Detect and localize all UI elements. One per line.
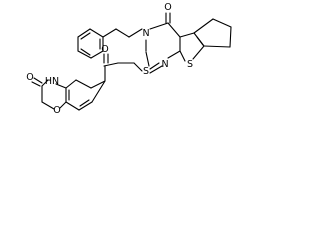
bond — [102, 28, 117, 38]
bond — [78, 101, 93, 111]
atom-label-ketone-o: O — [101, 44, 108, 55]
structure-canvas: O N S S N O HN O O — [26, 2, 232, 116]
bond — [167, 50, 181, 59]
bond — [77, 50, 92, 59]
bond-inner — [79, 99, 90, 107]
bond — [75, 79, 92, 89]
bond — [77, 28, 91, 38]
bond — [149, 22, 169, 30]
bond — [149, 65, 163, 74]
bond — [41, 79, 49, 87]
atom-label-carbonyl-o: O — [164, 2, 171, 13]
bond — [31, 81, 41, 87]
bond — [179, 32, 195, 38]
bond — [65, 79, 77, 89]
atom-label-ring-o: O — [53, 105, 60, 116]
atom-label-ring-n: N — [142, 28, 149, 39]
bond — [115, 28, 130, 38]
bond — [212, 18, 232, 28]
bond — [89, 28, 104, 38]
bond — [55, 83, 67, 89]
bond — [90, 50, 104, 59]
bond-layer — [31, 12, 232, 111]
bond-inner — [196, 36, 204, 46]
bond — [91, 80, 106, 103]
atom-label-thioether-s: S — [143, 66, 149, 77]
bond — [133, 62, 143, 72]
bond — [59, 101, 67, 109]
bond — [145, 51, 150, 67]
bond — [33, 77, 43, 84]
bond — [65, 101, 80, 111]
bond-inner — [149, 62, 160, 70]
atom-label-pyrimidine-n: N — [161, 59, 168, 70]
bond — [90, 80, 106, 89]
atom-label-lactam-o: O — [26, 72, 33, 83]
atom-label-layer: O N S S N O HN O O — [26, 2, 193, 116]
bond — [179, 50, 186, 62]
bond — [192, 45, 205, 60]
bond — [167, 22, 181, 38]
molecule-drawing: O N S S N O HN O O — [26, 2, 232, 116]
bond — [229, 26, 232, 48]
bond-inner — [80, 48, 91, 56]
bond — [103, 62, 119, 67]
bond — [193, 18, 214, 34]
atom-label-thiophene-s: S — [187, 59, 193, 70]
bond — [203, 45, 231, 48]
bond — [128, 28, 143, 38]
bond — [41, 101, 55, 110]
atom-label-lactam-nh: HN — [45, 76, 59, 87]
bond-inner — [80, 32, 91, 40]
